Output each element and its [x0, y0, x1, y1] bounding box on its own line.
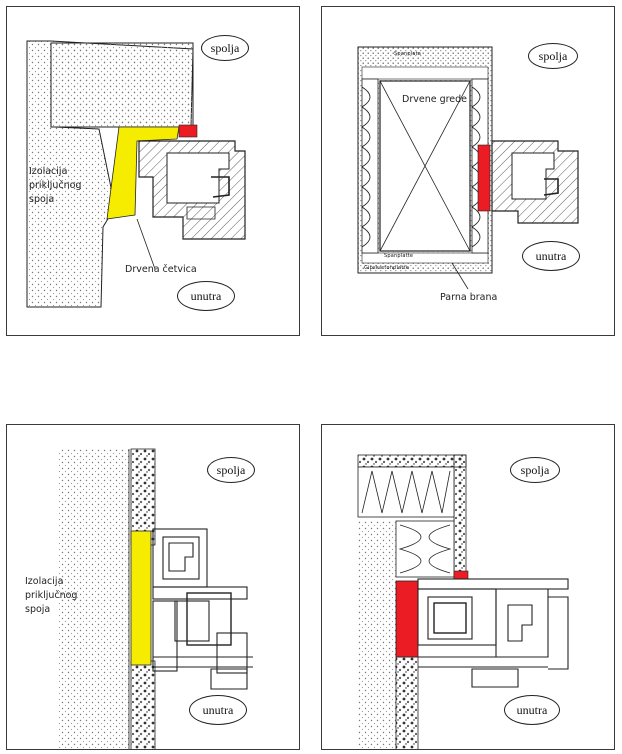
- seal-red-top: [453, 570, 469, 580]
- inside-label: unutra: [189, 695, 247, 725]
- inside-label: unutra: [177, 281, 235, 311]
- inside-label: unutra: [522, 241, 580, 271]
- board-label-mid: Spanplatte: [384, 253, 414, 259]
- inside-label: unutra: [504, 695, 560, 725]
- section-drawing: [357, 46, 579, 290]
- insulation-yellow: [130, 530, 152, 666]
- vapor-barrier-label: Parna brana: [440, 292, 498, 303]
- pvc-profile: [152, 528, 253, 690]
- render-layer-bottom: [130, 660, 156, 749]
- beams-label: Drvene grede: [402, 94, 468, 105]
- detail-panel-pvc-window-masonry: spolja unutra Izolacija priključnog spoj…: [6, 424, 300, 750]
- insulation-callout: Izolacija priključnog spoja: [29, 166, 82, 205]
- section-drawing: [59, 448, 253, 749]
- detail-panel-timber-frame: spolja unutra Drvene grede Parna brana S…: [321, 6, 615, 336]
- outside-label: spolja: [510, 457, 560, 483]
- seal-red: [395, 580, 419, 658]
- insulation-callout: Izolacija priključnog spoja: [25, 576, 78, 615]
- render-layer-top: [130, 448, 156, 546]
- batten-callout: Drvena četvica: [125, 264, 197, 275]
- outside-label: spolja: [201, 35, 249, 61]
- detail-panel-wood-window-masonry: spolja unutra Izolacija priključnog spoj…: [6, 6, 300, 336]
- masonry-wall: [59, 449, 129, 749]
- seal-red: [178, 124, 198, 138]
- pvc-profile: [417, 578, 569, 688]
- outside-label: spolja: [528, 43, 578, 69]
- detail-panel-pvc-window-timber: spolja unutra: [321, 424, 615, 750]
- section-drawing: [357, 454, 569, 749]
- masonry-wall: [358, 521, 396, 749]
- seal-red: [477, 144, 491, 212]
- section-drawing: [26, 40, 246, 308]
- board-label-bottom: Gipskartonplatte: [364, 265, 409, 271]
- outside-label: spolja: [207, 457, 255, 483]
- board-label-top: Spanplata: [394, 51, 422, 57]
